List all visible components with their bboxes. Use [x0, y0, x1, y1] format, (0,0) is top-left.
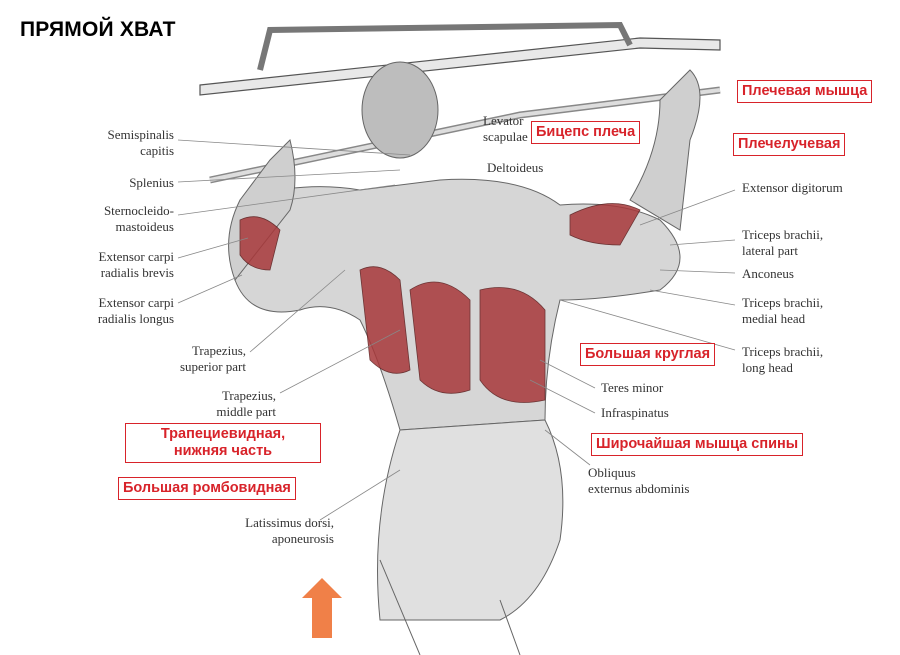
label-deltoideus: Deltoideus — [487, 160, 544, 175]
ru-label-brachioradialis: Плечелучевая — [733, 133, 846, 156]
label-sternocleidomastoideus: Sternocleido-mastoideus — [103, 203, 174, 234]
label-triceps-lateral: Triceps brachii,lateral part — [742, 227, 824, 258]
label-splenius: Splenius — [129, 175, 174, 190]
label-triceps-medial: Triceps brachii,medial head — [742, 295, 824, 326]
page-title: ПРЯМОЙ ХВАТ — [20, 18, 176, 41]
ru-label-trapezius-lower: Трапециевидная,нижняя часть — [125, 423, 321, 463]
ru-label-rhomboid: Большая ромбовидная — [118, 477, 296, 500]
ru-label-brachialis: Плечевая мышца — [737, 80, 873, 103]
ru-label-latissimus: Широчайшая мышца спины — [591, 433, 804, 456]
ru-label-teres-major: Большая круглая — [580, 343, 716, 366]
label-infraspinatus: Infraspinatus — [601, 405, 669, 420]
ru-label-biceps: Бицепс плеча — [531, 121, 641, 144]
label-anconeus: Anconeus — [742, 266, 794, 281]
label-trapezius-middle: Trapezius,middle part — [216, 388, 276, 419]
pullup-bar — [199, 21, 721, 184]
label-extensor-digitorum: Extensor digitorum — [742, 180, 843, 195]
label-triceps-long: Triceps brachii,long head — [742, 344, 824, 375]
up-arrow-icon — [302, 578, 342, 638]
highlighted-muscles — [239, 203, 641, 403]
leader-lines — [177, 139, 736, 521]
label-trapezius-superior: Trapezius,superior part — [179, 343, 246, 374]
label-latissimus-aponeurosis: Latissimus dorsi,aponeurosis — [245, 515, 334, 546]
label-teres-minor: Teres minor — [601, 380, 664, 395]
